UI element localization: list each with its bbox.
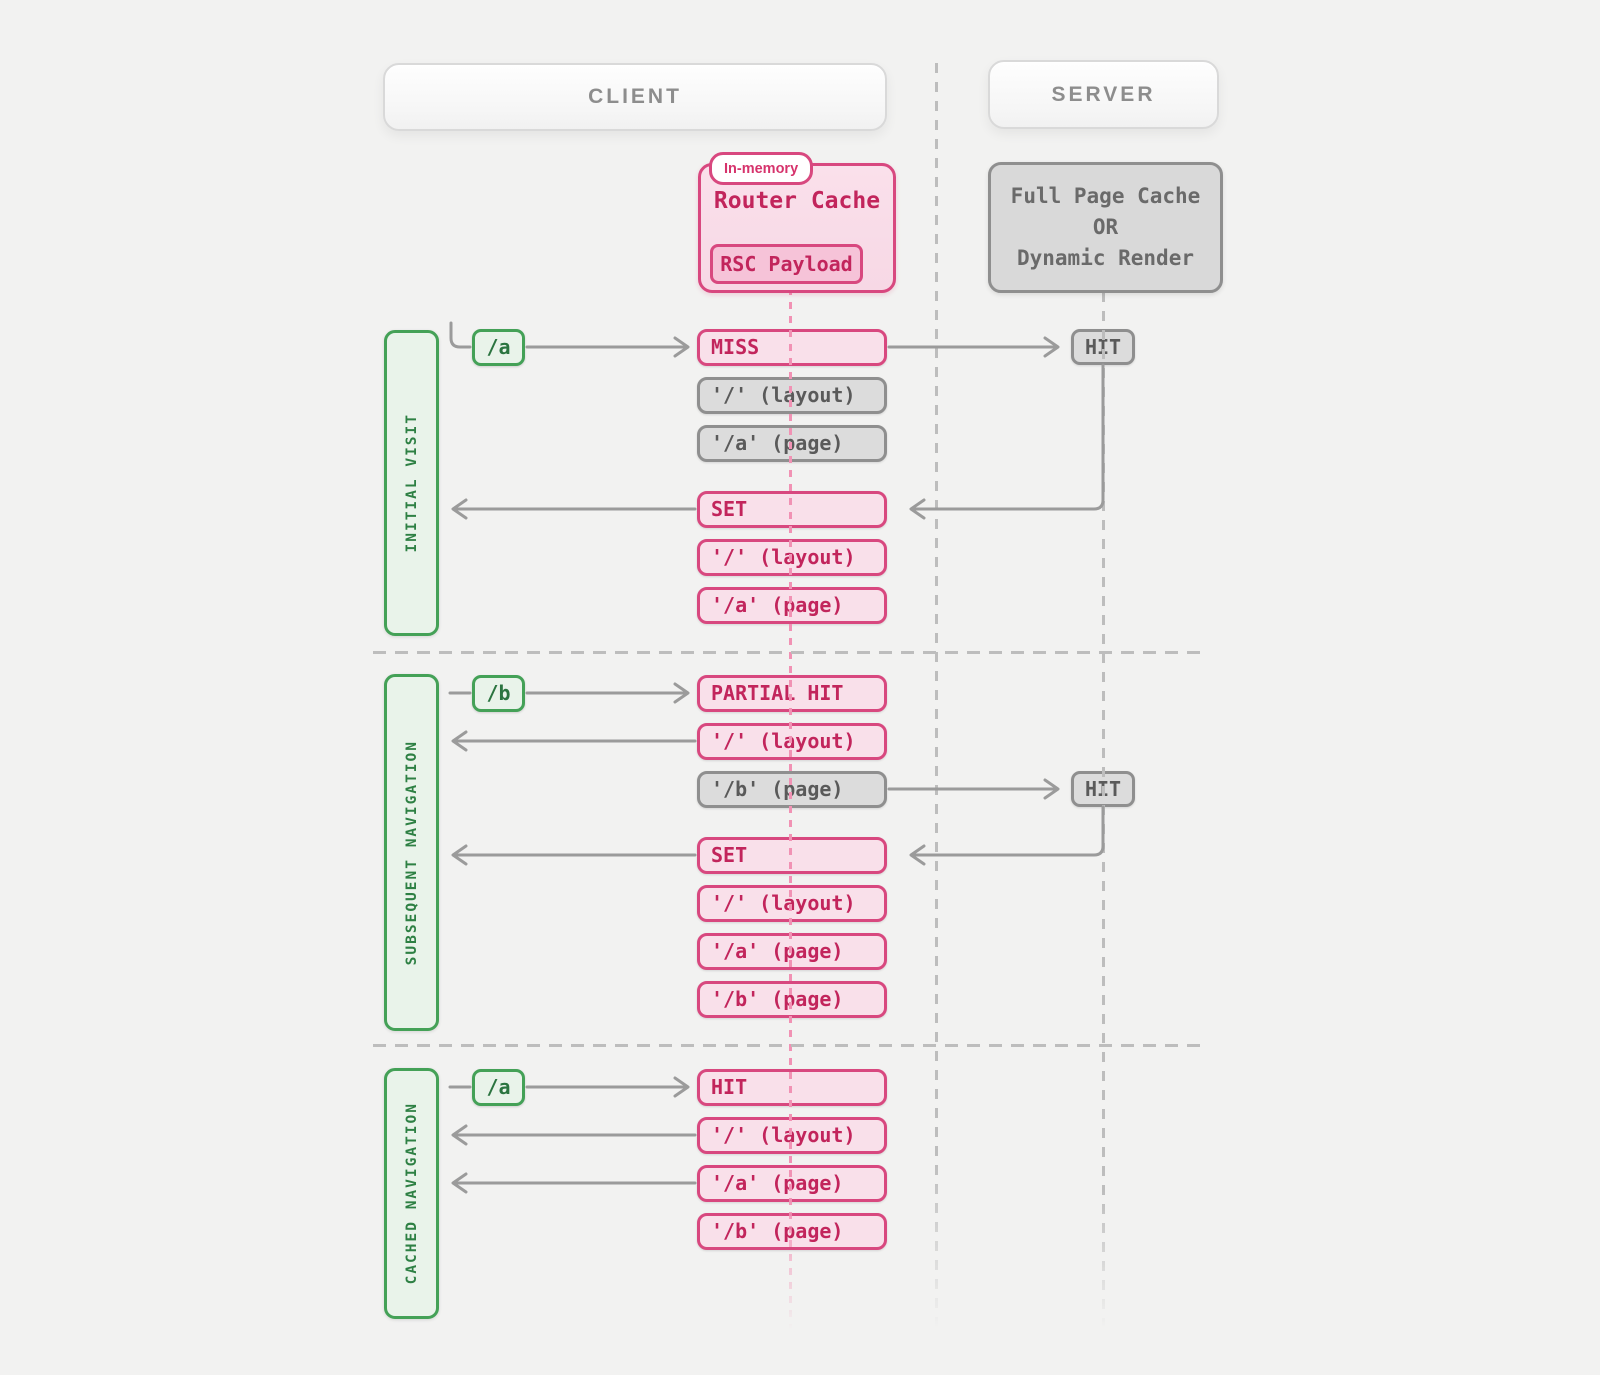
cache-status-box: SET (697, 490, 887, 528)
route-segment-box: '/b' (page) (697, 770, 887, 808)
router-cache-lifeline (789, 288, 792, 1340)
route-segment-box: '/b' (page) (697, 980, 887, 1018)
box-to-client-arrowhead (451, 730, 468, 752)
in-memory-badge: In-memory (709, 152, 814, 185)
box-to-server-arrowhead (1043, 778, 1060, 800)
route-segment-box: '/' (layout) (697, 884, 887, 922)
route-segment-box: '/a' (page) (697, 586, 887, 624)
client-lane-header: CLIENT (383, 63, 887, 131)
badge-to-box-arrowhead (673, 682, 690, 704)
server-to-set-connector (913, 805, 1105, 857)
route-segment-box: '/' (layout) (697, 376, 887, 414)
route-segment-box: '/' (layout) (697, 1116, 887, 1154)
section-label-2: SUBSEQUENT NAVIGATION (384, 674, 439, 1031)
server-store-line-2: OR (1092, 215, 1119, 239)
router-cache-box: In-memory Router Cache RSC Payload (698, 152, 896, 293)
section-separator-2 (373, 1044, 1206, 1047)
cache-status-box: PARTIAL HIT (697, 674, 887, 712)
section-label-1: INITIAL VISIT (384, 330, 439, 636)
route-badge-b: /b (472, 674, 525, 712)
server-store-line-3: Dynamic Render (1016, 246, 1194, 270)
section-label-3: CACHED NAVIGATION (384, 1068, 439, 1319)
box-to-client-arrowhead (451, 498, 468, 520)
rsc-payload-label: RSC Payload (720, 252, 853, 276)
route-segment-box: '/' (layout) (697, 538, 887, 576)
route-segment-box: '/' (layout) (697, 722, 887, 760)
in-memory-badge-label: In-memory (724, 160, 799, 177)
route-segment-box: '/b' (page) (697, 1212, 887, 1250)
box-to-client-arrowhead (451, 1124, 468, 1146)
server-lane-header: SERVER (988, 60, 1219, 129)
box-to-client-arrowhead (451, 1172, 468, 1194)
route-segment-box: '/a' (page) (697, 932, 887, 970)
rsc-payload-box: RSC Payload (710, 244, 863, 284)
server-store-box: Full Page Cache OR Dynamic Render (988, 162, 1223, 293)
route-entry-hook (449, 321, 472, 349)
route-segment-box: '/a' (page) (697, 424, 887, 462)
section-separator-1 (373, 651, 1206, 654)
box-to-client-arrowhead (451, 844, 468, 866)
server-lane-label: SERVER (1051, 82, 1156, 106)
client-lane-label: CLIENT (588, 85, 682, 108)
badge-to-box-arrowhead (673, 336, 690, 358)
route-badge-a: /a (472, 1068, 525, 1106)
route-segment-box: '/a' (page) (697, 1164, 887, 1202)
router-cache-title: Router Cache (713, 188, 881, 214)
route-badge-a: /a (472, 328, 525, 366)
server-to-set-arrowhead (909, 844, 926, 866)
cache-status-box: SET (697, 836, 887, 874)
client-server-boundary-line (935, 63, 938, 1340)
cache-status-box: HIT (697, 1068, 887, 1106)
server-store-line-1: Full Page Cache (1010, 184, 1201, 208)
server-to-set-connector (913, 363, 1105, 511)
cache-status-box: MISS (697, 328, 887, 366)
box-to-server-arrowhead (1043, 336, 1060, 358)
server-to-set-arrowhead (909, 498, 926, 520)
badge-to-box-arrowhead (673, 1076, 690, 1098)
